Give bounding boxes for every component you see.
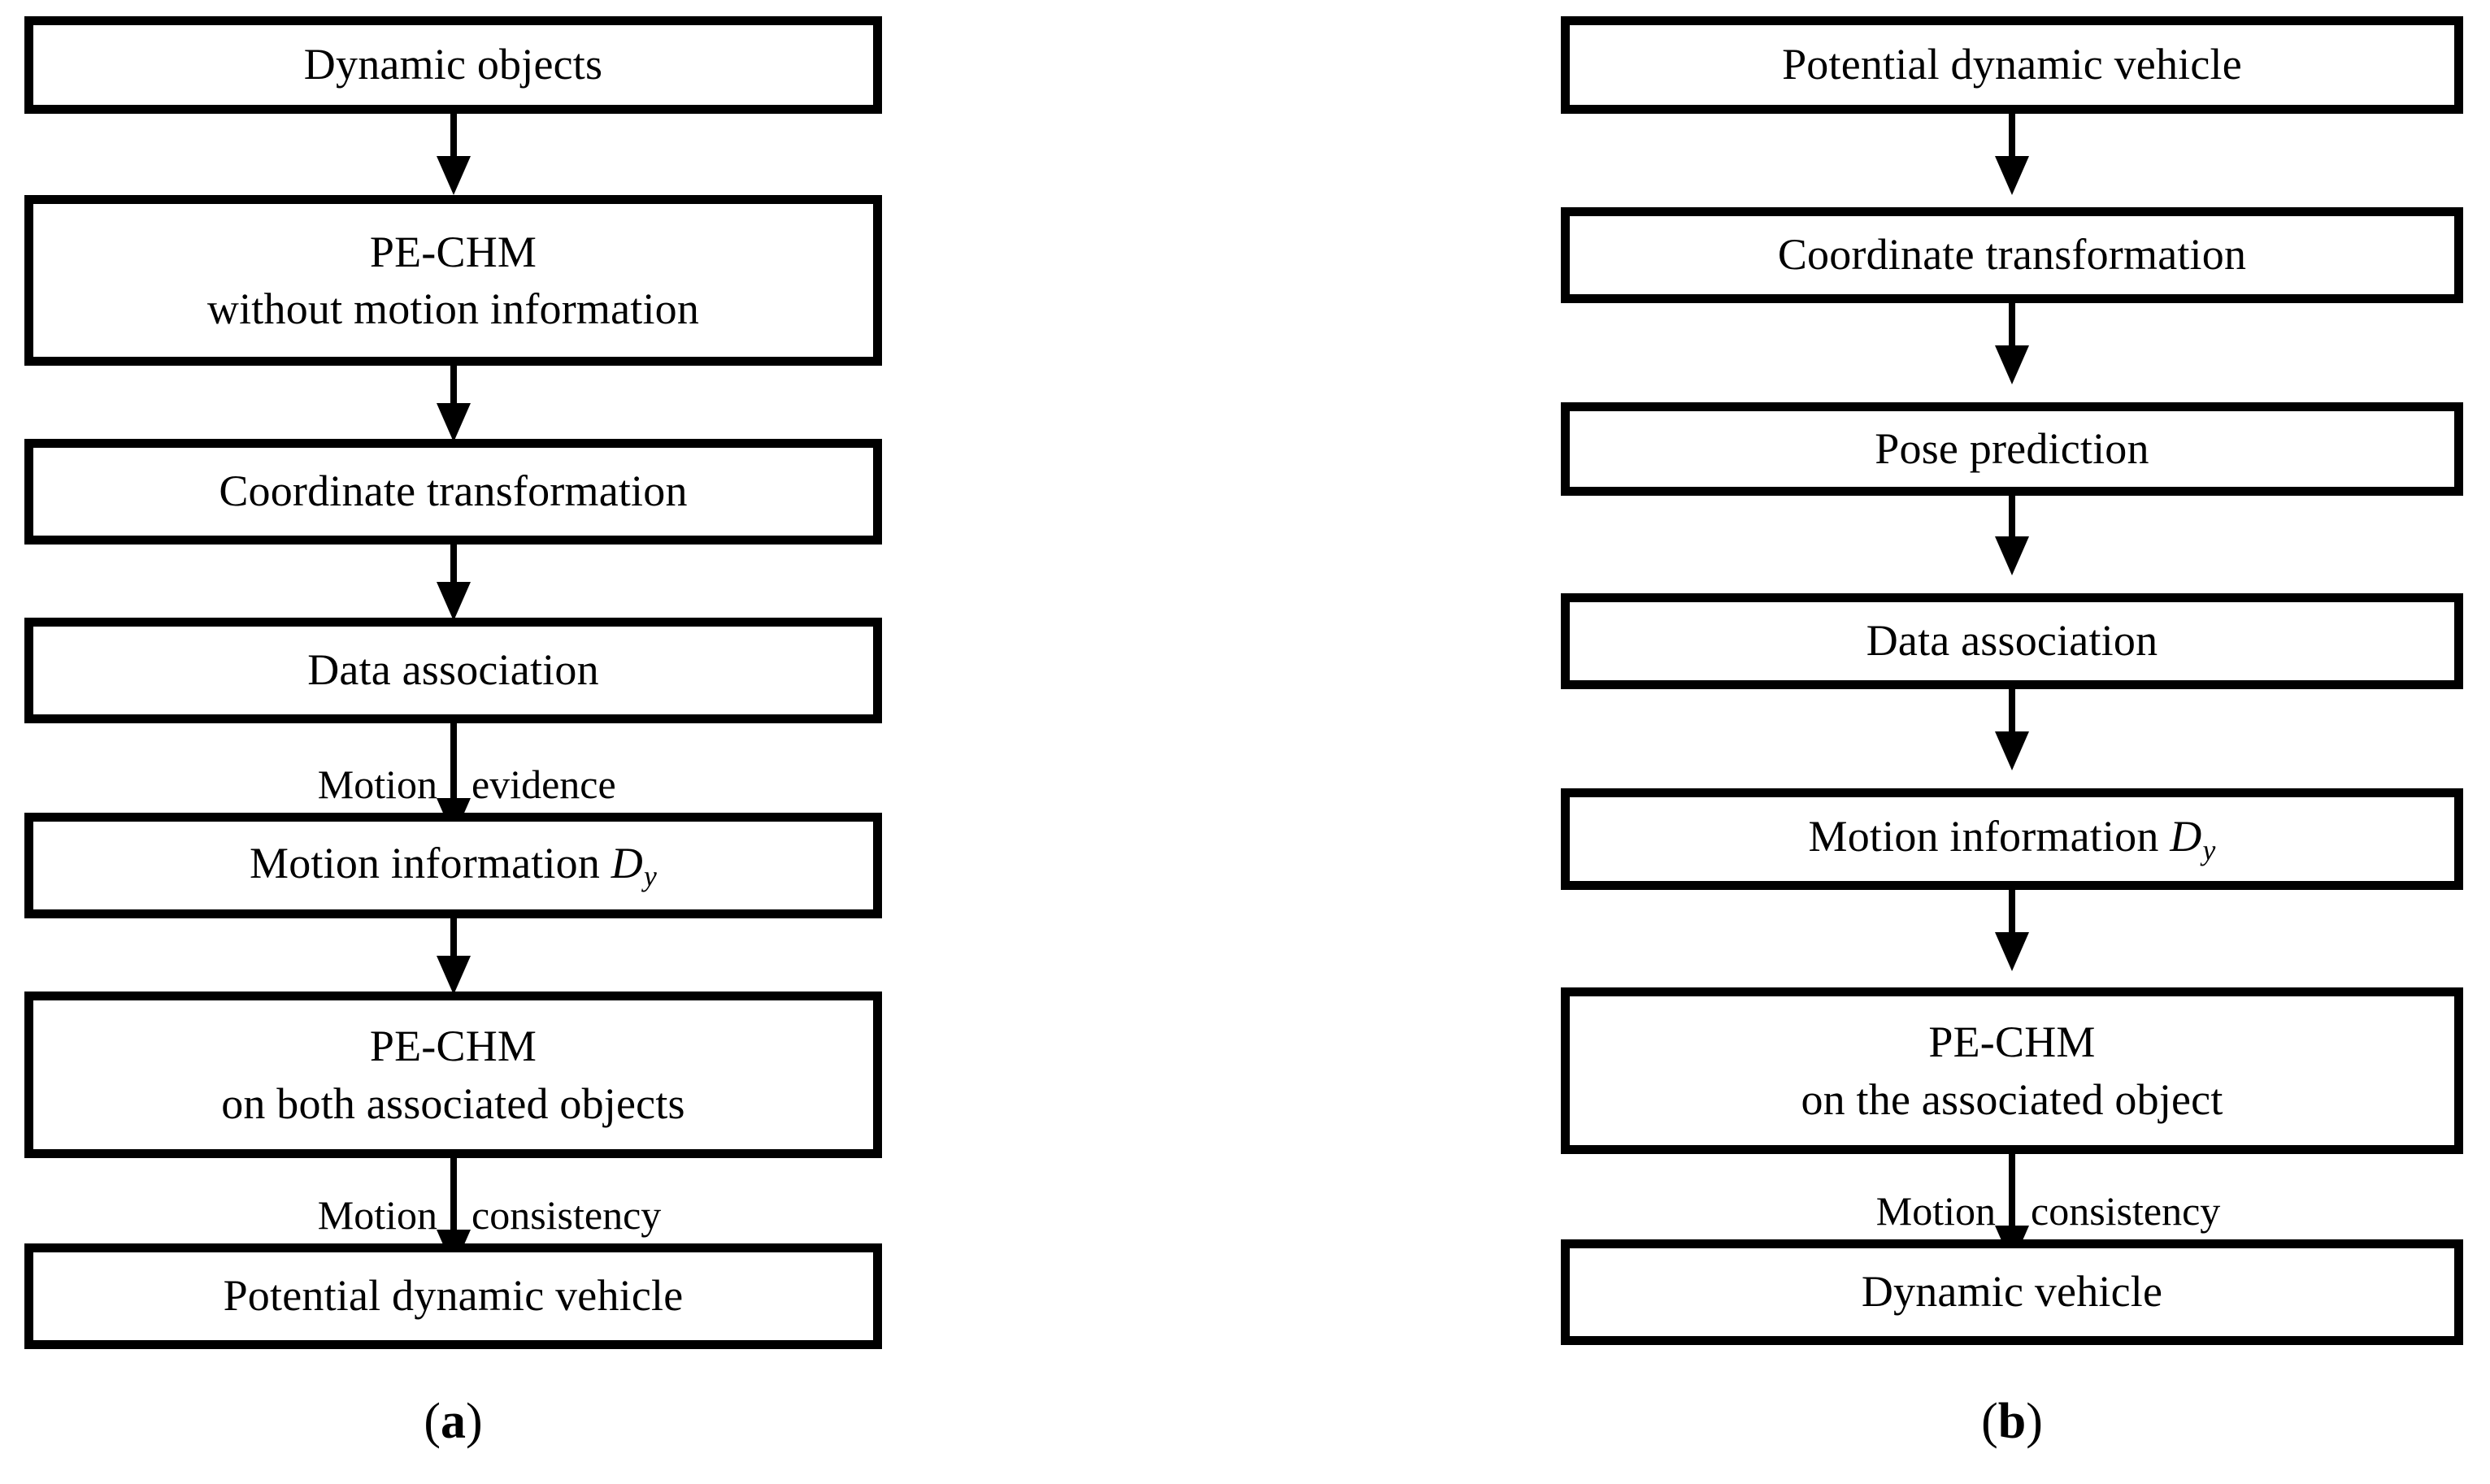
subfigure-caption-b: (b) [1981, 1394, 2043, 1449]
node-coordinate-transformation: Coordinate transformation [24, 439, 882, 545]
node-label: Pose prediction [1875, 423, 2149, 473]
node-label: Motion information Dy [250, 838, 657, 893]
edge-label-motion-evidence-right: evidence [471, 762, 616, 807]
node-label: Potential dynamic vehicle [1782, 40, 2242, 89]
node-dynamic-vehicle: Dynamic vehicle [1561, 1239, 2463, 1345]
node-pose-prediction: Pose prediction [1561, 402, 2463, 496]
flowchart-panel-b: Potential dynamic vehicle Coordinate tra… [1545, 0, 2490, 1484]
node-motion-information-b: Motion information Dy [1561, 788, 2463, 890]
edge-label-motion-consistency-right-a: consistency [471, 1192, 662, 1238]
subfigure-caption-a: (a) [424, 1394, 483, 1449]
math-variable-D: D [611, 838, 643, 887]
edge-label-motion-consistency-left-a: Motion [317, 1192, 437, 1238]
edge-label-motion-consistency-right-b: consistency [2031, 1188, 2221, 1234]
node-data-association: Data association [24, 618, 882, 723]
node-label: Coordinate transformation [219, 466, 688, 516]
node-label: Potential dynamic vehicle [223, 1271, 684, 1321]
node-label: Dynamic objects [303, 40, 603, 89]
node-potential-dynamic-vehicle: Potential dynamic vehicle [24, 1243, 882, 1349]
node-motion-information: Motion information Dy [24, 813, 882, 918]
node-data-association-b: Data association [1561, 593, 2463, 689]
edge-label-motion-evidence-left: Motion [317, 762, 437, 807]
node-label: Data association [307, 645, 599, 695]
math-variable-D: D [2170, 812, 2202, 861]
math-subscript-y: y [2202, 833, 2216, 866]
node-dynamic-objects: Dynamic objects [24, 16, 882, 114]
node-coordinate-transformation-b: Coordinate transformation [1561, 207, 2463, 303]
edge-label-motion-consistency-left-b: Motion [1875, 1188, 1996, 1234]
node-label: Coordinate transformation [1777, 230, 2247, 280]
node-label: Dynamic vehicle [1861, 1267, 2163, 1317]
math-subscript-y: y [643, 860, 657, 893]
node-potential-dynamic-vehicle-b: Potential dynamic vehicle [1561, 16, 2463, 114]
node-label: Motion information Dy [1808, 812, 2216, 866]
node-label: Data association [1866, 616, 2158, 666]
